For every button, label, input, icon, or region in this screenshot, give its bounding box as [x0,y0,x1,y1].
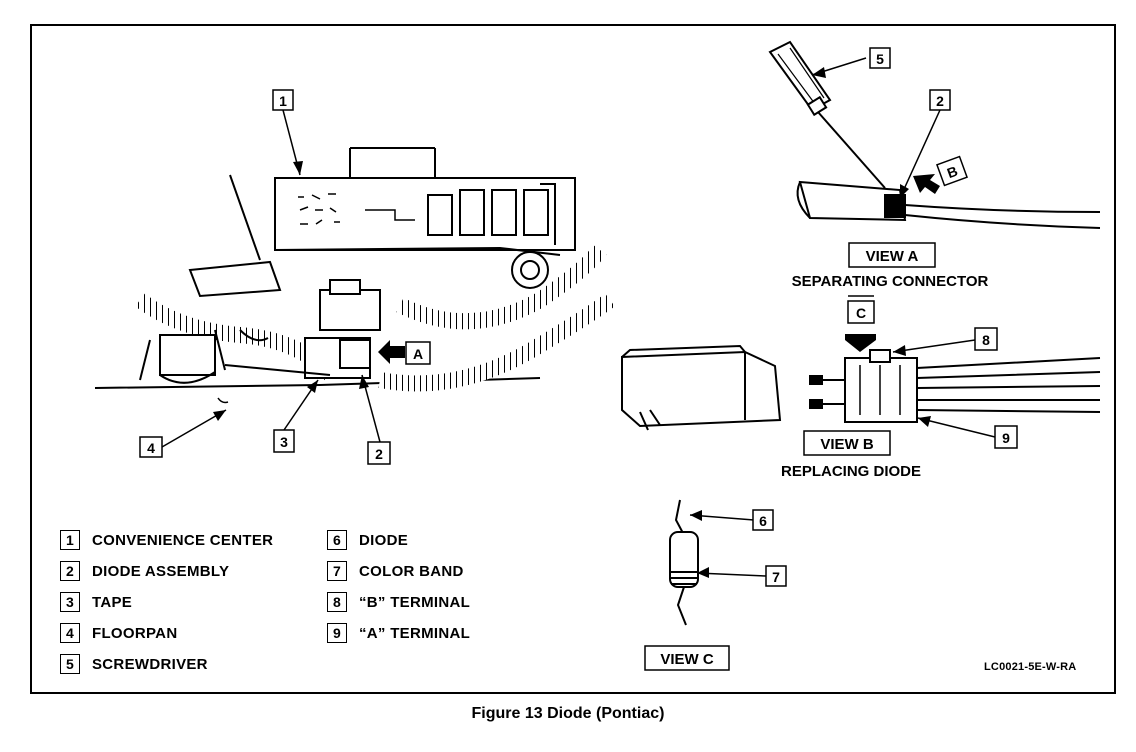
callout-6: 6 [752,509,774,531]
legend-item-7: 7 COLOR BAND [327,561,464,581]
svg-text:2: 2 [375,446,383,462]
legend-item-9: 9 “A” TERMINAL [327,623,470,643]
legend-item-2: 2 DIODE ASSEMBLY [60,561,229,581]
figure-caption: Figure 13 Diode (Pontiac) [471,705,665,722]
svg-text:9: 9 [1002,430,1010,446]
legend-number: 1 [60,530,80,550]
legend-number: 5 [60,654,80,674]
svg-text:VIEW C: VIEW C [660,651,714,668]
legend-label: COLOR BAND [359,562,464,580]
legend-number: 8 [327,592,347,612]
callout-8: 8 [974,327,998,351]
main-assembly-drawing [94,147,615,404]
legend-item-1: 1 CONVENIENCE CENTER [60,530,273,550]
legend-label: TAPE [92,593,133,611]
legend-label: SCREWDRIVER [92,655,208,673]
legend-item-4: 4 FLOORPAN [60,623,177,643]
figure-code: LC0021-5E-W-RA [984,661,1077,673]
svg-text:2: 2 [936,93,944,109]
arrow-label-b: B [936,155,968,187]
callout-1: 1 [272,89,294,111]
callout-9: 9 [994,425,1018,449]
legend-label: DIODE [359,531,409,549]
legend-label: “A” TERMINAL [359,624,471,642]
legend-label: FLOORPAN [92,624,178,642]
svg-text:8: 8 [982,332,990,348]
legend-item-3: 3 TAPE [60,592,132,612]
legend-number: 4 [60,623,80,643]
view-b-drawing [621,344,1101,431]
callout-7: 7 [765,565,787,587]
legend-label: CONVENIENCE CENTER [92,531,274,549]
legend-number: 6 [327,530,347,550]
callout-3: 3 [273,429,295,453]
legend-number: 9 [327,623,347,643]
svg-text:VIEW B: VIEW B [820,436,874,453]
legend-number: 7 [327,561,347,581]
view-c-drawing [669,499,699,626]
svg-text:C: C [856,305,866,321]
callout-2-main: 2 [367,441,391,465]
leader-arrowheads [213,67,931,578]
legend-item-8: 8 “B” TERMINAL [327,592,470,612]
legend-item-6: 6 DIODE [327,530,408,550]
svg-text:1: 1 [279,93,287,109]
view-a-label: VIEW A [848,242,936,268]
arrow-label-a: A [405,341,431,365]
arrow-label-c: C [847,295,875,324]
view-a-title: SEPARATING CONNECTOR [792,273,989,290]
svg-text:7: 7 [772,569,780,585]
svg-text:6: 6 [759,513,767,529]
legend-number: 3 [60,592,80,612]
legend-number: 2 [60,561,80,581]
callout-4: 4 [139,436,163,458]
svg-text:5: 5 [876,51,884,67]
svg-text:A: A [413,346,423,362]
callout-5: 5 [869,47,891,69]
legend-label: DIODE ASSEMBLY [92,562,230,580]
callout-2-view-a: 2 [929,89,951,111]
view-c-label: VIEW C [644,645,730,671]
svg-text:3: 3 [280,434,288,450]
view-b-label: VIEW B [803,430,891,456]
view-b-title: REPLACING DIODE [781,463,921,480]
legend-label: “B” TERMINAL [359,593,471,611]
view-a-drawing [768,40,1101,229]
svg-text:VIEW A: VIEW A [866,248,919,265]
svg-text:4: 4 [147,440,155,456]
figure-frame [30,24,1116,694]
legend-item-5: 5 SCREWDRIVER [60,654,208,674]
